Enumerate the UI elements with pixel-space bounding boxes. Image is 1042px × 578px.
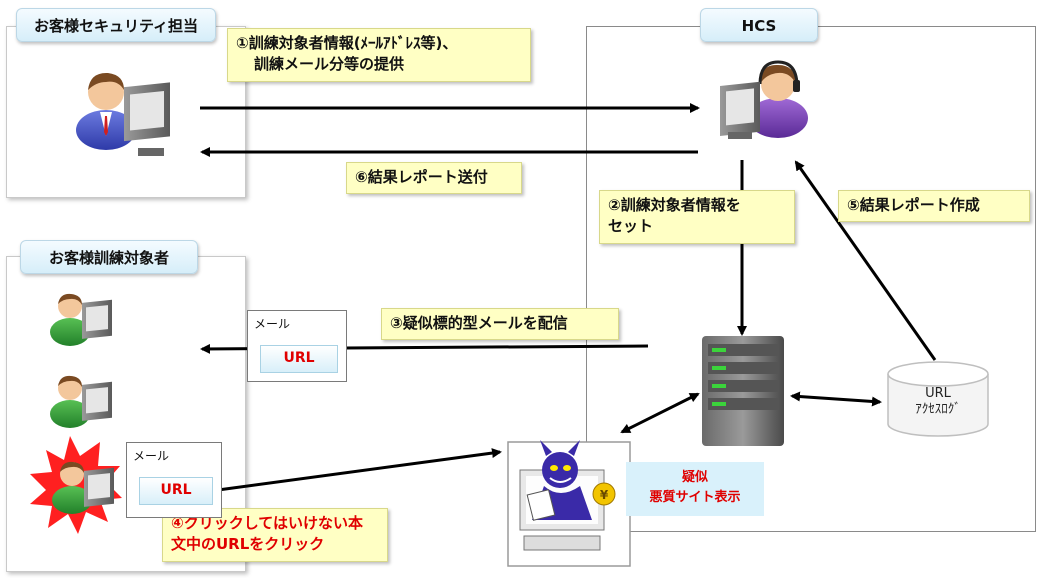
mail-box-clicked: メール URL bbox=[126, 442, 222, 518]
step2-line2: セット bbox=[608, 217, 654, 235]
url-log-line2: ｱｸｾｽﾛｸﾞ bbox=[915, 402, 961, 417]
step5-text: ⑤結果レポート作成 bbox=[847, 196, 980, 214]
mail-box-delivered: メール URL bbox=[247, 310, 347, 382]
step4-line1: ④クリックしてはいけない本 bbox=[171, 514, 363, 532]
fake-malicious-site-icon bbox=[507, 440, 631, 567]
step2-line1: ②訓練対象者情報を bbox=[608, 196, 741, 214]
step3-text: ③疑似標的型メールを配信 bbox=[390, 314, 568, 332]
yen-coin-icon: ¥ bbox=[600, 488, 609, 502]
trainee-icon-2 bbox=[50, 375, 112, 428]
hcs-panel bbox=[586, 26, 1036, 532]
step5-note: ⑤結果レポート作成 bbox=[838, 190, 1030, 222]
step6-note: ⑥結果レポート送付 bbox=[346, 162, 522, 194]
step1-note: ①訓練対象者情報(ﾒｰﾙｱﾄﾞﾚｽ等)、 訓練メール分等の提供 bbox=[227, 28, 531, 82]
url-log-line1: URL bbox=[925, 386, 951, 401]
server-icon bbox=[702, 336, 784, 446]
security-panel-title: お客様セキュリティ担当 bbox=[16, 8, 216, 42]
hcs-panel-title: HCS bbox=[700, 8, 818, 42]
mail-label: メール bbox=[133, 449, 170, 463]
trainee-icon-3 bbox=[52, 461, 114, 514]
url-access-log-db-icon bbox=[887, 361, 989, 437]
step4-line2: 文中のURLをクリック bbox=[171, 535, 325, 553]
arrow-step4 bbox=[217, 448, 502, 492]
mail-url-link-clicked[interactable]: URL bbox=[139, 477, 213, 505]
step3-note: ③疑似標的型メールを配信 bbox=[381, 308, 619, 340]
url-access-log-label: URL ｱｸｾｽﾛｸﾞ bbox=[888, 386, 988, 426]
fake-site-line1: 疑似 bbox=[681, 470, 708, 485]
arrow-server-site bbox=[620, 392, 700, 434]
arrow-server-log bbox=[790, 391, 882, 407]
mail-url-link[interactable]: URL bbox=[260, 345, 338, 373]
fake-site-label: 疑似 悪質サイト表示 bbox=[626, 462, 764, 516]
step1-line1: ①訓練対象者情報(ﾒｰﾙｱﾄﾞﾚｽ等)、 bbox=[236, 34, 458, 52]
step6-text: ⑥結果レポート送付 bbox=[355, 168, 488, 186]
trainees-panel-title: お客様訓練対象者 bbox=[20, 240, 198, 274]
arrow-step5 bbox=[794, 160, 937, 361]
hcs-operator-icon bbox=[720, 60, 808, 139]
step2-note: ②訓練対象者情報を セット bbox=[599, 190, 795, 244]
step1-line2: 訓練メール分等の提供 bbox=[254, 55, 405, 73]
mail-label: メール bbox=[254, 317, 291, 331]
security-staff-icon bbox=[76, 72, 170, 156]
fake-site-line2: 悪質サイト表示 bbox=[649, 490, 741, 505]
trainee-icon-1 bbox=[50, 293, 112, 346]
